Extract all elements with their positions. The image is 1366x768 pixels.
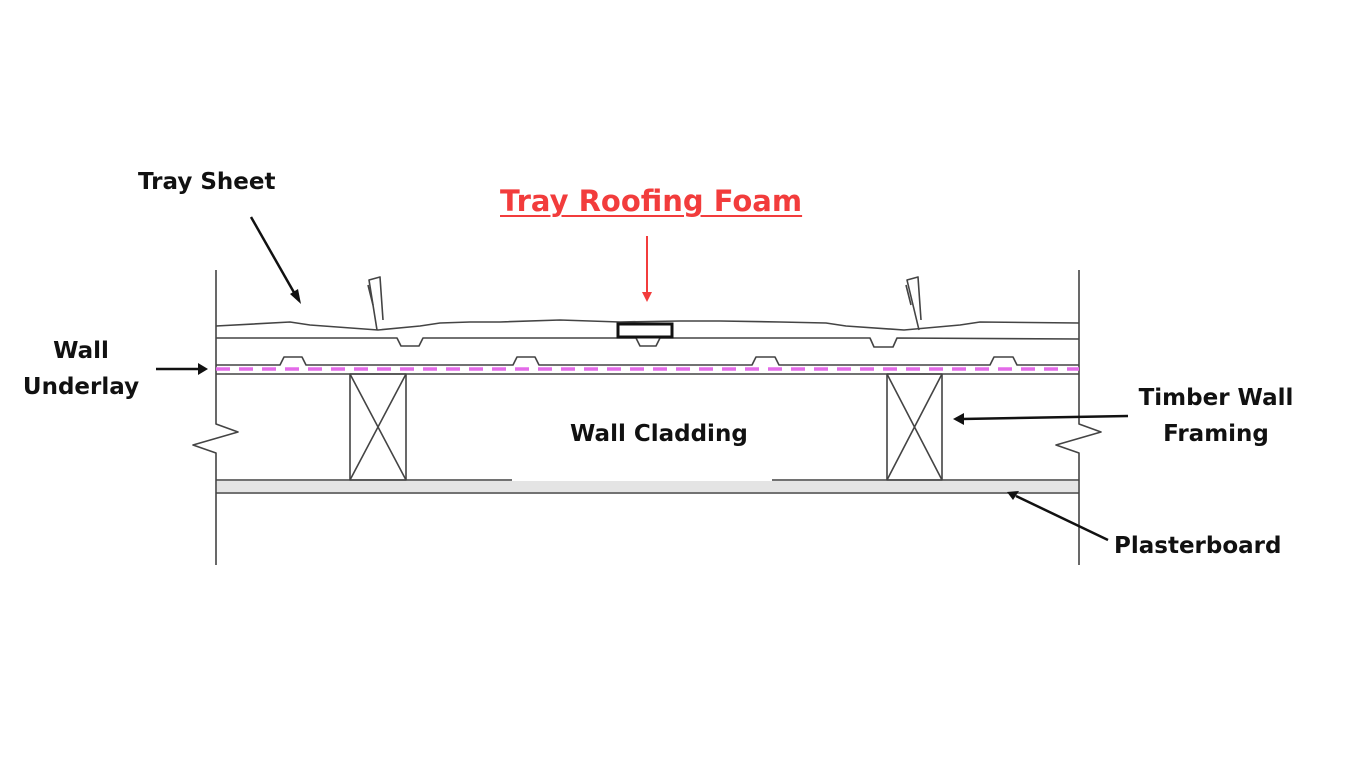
- timber-arrow-line: [961, 414, 1129, 421]
- left-boundary-line: [192, 270, 239, 565]
- timber-stud-left-cross: [349, 373, 407, 481]
- wall-underlay-arrowhead: [198, 363, 208, 375]
- tray-sheet-arrowhead: [290, 289, 301, 304]
- label-wall-underlay-line1: Wall: [53, 338, 109, 364]
- tray-sheet-profile: [215, 319, 1080, 331]
- label-timber-line2: Framing: [1163, 421, 1269, 447]
- seam-clip-right-inner: [905, 284, 912, 306]
- label-timber-line1: Timber Wall: [1138, 385, 1294, 411]
- label-timber-wall-framing: Timber Wall Framing: [1132, 380, 1300, 452]
- seam-clip-right: [906, 276, 922, 331]
- seam-clip-left: [368, 276, 384, 331]
- label-wall-underlay: Wall Underlay: [18, 333, 144, 405]
- plasterboard-fill: [217, 481, 1078, 492]
- label-tray-sheet: Tray Sheet: [138, 169, 276, 195]
- timber-arrowhead: [953, 413, 964, 425]
- label-wall-underlay-line2: Underlay: [22, 374, 140, 400]
- tray-sheet-arrow-line: [249, 216, 298, 297]
- plasterboard-arrow-line: [1015, 494, 1109, 542]
- tray-sheet-lower-line: [216, 337, 1080, 348]
- diagram-title: Tray Roofing Foam: [500, 184, 803, 218]
- right-boundary-line: [1055, 270, 1102, 565]
- foam-block: [616, 322, 674, 339]
- timber-stud-right-cross: [886, 373, 943, 481]
- foam-arrowhead: [642, 292, 652, 302]
- plasterboard-arrowhead: [1007, 491, 1019, 500]
- seam-clip-left-inner: [367, 284, 374, 306]
- label-plasterboard: Plasterboard: [1114, 533, 1282, 559]
- label-wall-cladding: Wall Cladding: [570, 421, 748, 447]
- batten-top-line: [216, 356, 1079, 366]
